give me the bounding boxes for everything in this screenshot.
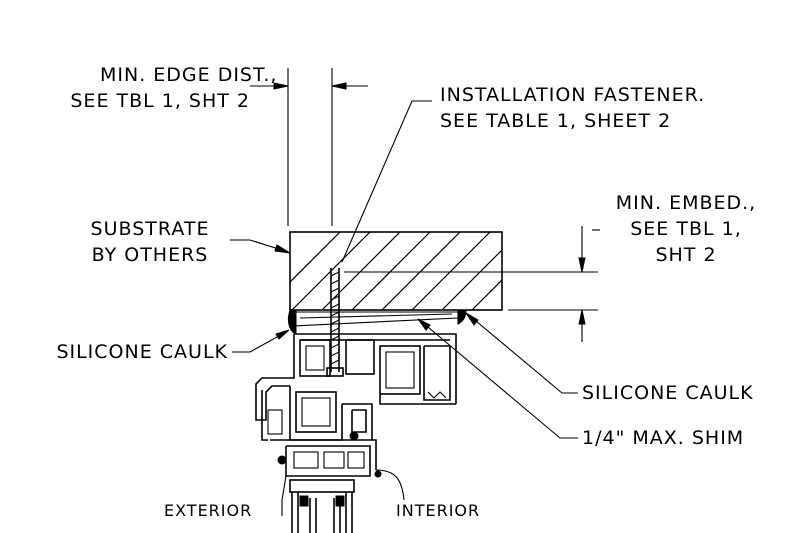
window-frame-profile: [255, 333, 457, 533]
edge-distance-label-line1: MIN. EDGE DIST.,: [100, 64, 278, 86]
edge-distance-dimension: [250, 68, 368, 226]
exterior-label: EXTERIOR: [164, 501, 253, 520]
embedment-label-line2: SEE TBL 1,: [630, 218, 742, 240]
silicone-caulk-right-label: SILICONE CAULK: [582, 382, 754, 404]
edge-distance-label-line2: SEE TBL 1, SHT 2: [70, 90, 250, 112]
leader-lines: [230, 100, 578, 439]
fastener-label-line1: INSTALLATION FASTENER.: [440, 84, 706, 106]
embedment-label-line1: MIN. EMBED.,: [615, 192, 757, 214]
substrate-hatch: [290, 232, 502, 310]
substrate-label-line2: BY OTHERS: [91, 244, 209, 266]
silicone-caulk-left-label: SILICONE CAULK: [56, 341, 228, 363]
shim-label: 1/4" MAX. SHIM: [582, 427, 745, 449]
fastener-label-line2: SEE TABLE 1, SHEET 2: [440, 110, 672, 132]
substrate-label-line1: SUBSTRATE: [90, 218, 210, 240]
embedment-label-line3: SHT 2: [655, 244, 717, 266]
interior-label: INTERIOR: [396, 501, 481, 520]
installation-fastener: [326, 268, 344, 377]
substrate-block: [289, 231, 503, 311]
shim-and-caulk: [287, 309, 467, 335]
embedment-dimension: [344, 226, 600, 342]
